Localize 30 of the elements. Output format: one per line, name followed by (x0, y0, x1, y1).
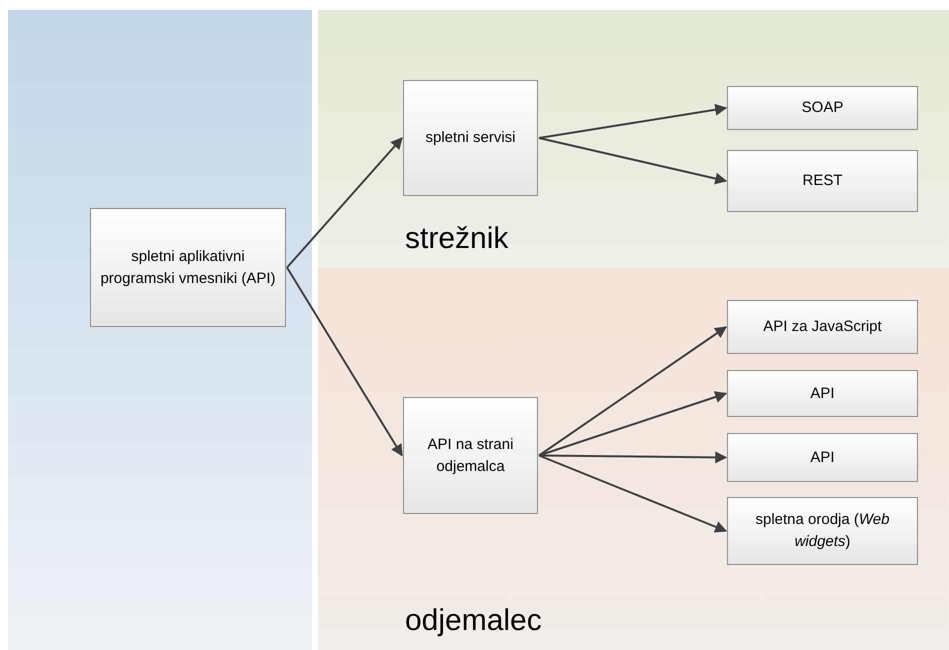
region-band (318, 10, 949, 268)
box-text: API (810, 384, 835, 404)
box-text: spletni aplikativni programski vmesniki (API) (99, 246, 277, 288)
process-box (727, 300, 918, 354)
box-text: API za JavaScript (763, 317, 882, 337)
arrow (538, 137, 728, 184)
process-box (727, 433, 918, 482)
arrow (286, 137, 403, 268)
box-text: REST (802, 171, 842, 191)
arrow (538, 391, 728, 456)
process-box (727, 370, 918, 417)
process-box (727, 497, 918, 565)
box-text: API (810, 448, 835, 468)
region-band (318, 268, 949, 650)
region-label: strežnik (405, 224, 508, 254)
box-text: spletna orodja (Web widgets) (754, 510, 890, 552)
region-label: odjemalec (405, 606, 542, 636)
process-box (727, 150, 918, 212)
process-box (90, 208, 286, 327)
arrow (538, 104, 728, 139)
process-box (403, 397, 538, 514)
arrow (286, 266, 403, 457)
process-box (403, 80, 538, 196)
arrow (538, 451, 728, 464)
box-text: SOAP (802, 98, 844, 118)
box-text: API na strani odjemalca (426, 434, 514, 476)
arrow (538, 454, 728, 533)
arrow (538, 326, 727, 456)
process-box (727, 86, 918, 130)
box-text: spletni servisi (425, 128, 516, 148)
